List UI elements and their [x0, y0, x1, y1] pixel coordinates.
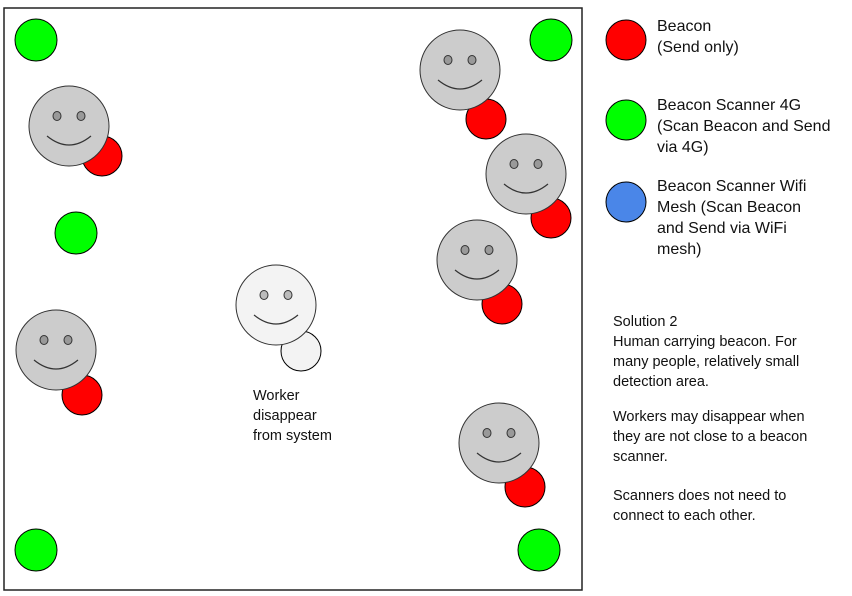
- right-eye: [76, 111, 86, 121]
- face-circle: [28, 85, 110, 167]
- face-circle: [436, 219, 518, 301]
- left-eye: [52, 111, 62, 121]
- legend-beacon-swatch: [605, 19, 647, 61]
- smile-mouth: [503, 183, 549, 194]
- scanner-4g-marker: [54, 211, 98, 255]
- scanner-4g-marker: [517, 528, 561, 572]
- smile-mouth: [33, 359, 79, 370]
- right-eye: [467, 55, 477, 65]
- right-eye: [484, 245, 494, 255]
- scanner-4g-marker: [529, 18, 573, 62]
- right-eye: [63, 335, 73, 345]
- legend-scanner-wifi-label: Beacon Scanner Wifi Mesh (Scan Beacon an…: [657, 178, 807, 258]
- smile-mouth: [437, 79, 483, 90]
- worker-smiley: [28, 85, 110, 167]
- worker-smiley: [458, 402, 540, 484]
- smile-mouth: [46, 135, 92, 146]
- scanners-note: Scanners does not need to connect to eac…: [613, 488, 787, 524]
- worker-smiley: [485, 133, 567, 215]
- worker-disappear-caption: Worker disappear from system: [253, 388, 332, 444]
- workers-note: Workers may disappear when they are not …: [613, 409, 808, 465]
- face-circle: [15, 309, 97, 391]
- right-eye: [283, 290, 293, 300]
- smile-mouth: [476, 452, 522, 463]
- legend-beacon-label: Beacon (Send only): [657, 18, 739, 56]
- right-eye: [506, 428, 516, 438]
- worker-smiley: [419, 29, 501, 111]
- scanner-4g-marker: [14, 528, 58, 572]
- solution-description: Human carrying beacon. For many people, …: [613, 334, 800, 390]
- left-eye: [509, 159, 519, 169]
- worker-smiley: [436, 219, 518, 301]
- left-eye: [443, 55, 453, 65]
- smile-mouth: [454, 269, 500, 280]
- legend-scanner-4g-swatch: [605, 99, 647, 141]
- face-circle: [235, 264, 317, 346]
- face-circle: [485, 133, 567, 215]
- face-circle: [419, 29, 501, 111]
- left-eye: [460, 245, 470, 255]
- left-eye: [39, 335, 49, 345]
- right-eye: [533, 159, 543, 169]
- left-eye: [482, 428, 492, 438]
- disappeared-worker-smiley: [235, 264, 317, 346]
- left-eye: [259, 290, 269, 300]
- legend-scanner-4g-label: Beacon Scanner 4G (Scan Beacon and Send …: [657, 97, 831, 156]
- solution-title: Solution 2: [613, 314, 678, 330]
- site-area-frame: [3, 7, 583, 591]
- smile-mouth: [253, 314, 299, 325]
- legend-scanner-wifi-swatch: [605, 181, 647, 223]
- worker-smiley: [15, 309, 97, 391]
- face-circle: [458, 402, 540, 484]
- scanner-4g-marker: [14, 18, 58, 62]
